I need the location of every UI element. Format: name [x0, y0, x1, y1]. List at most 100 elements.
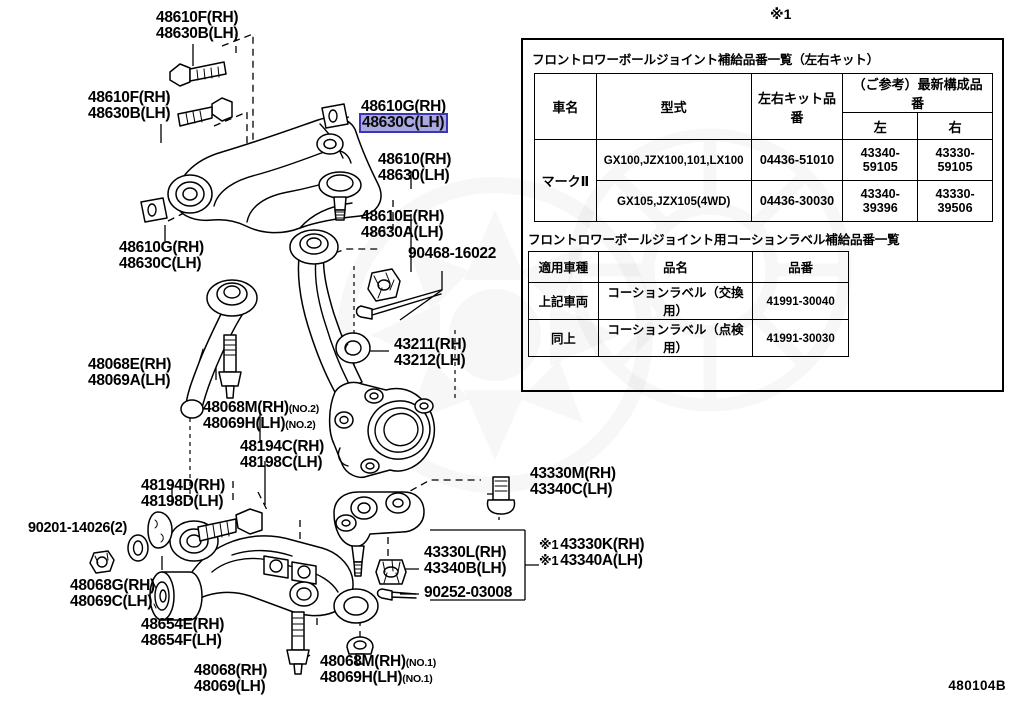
label-part-no: 43330K(RH): [560, 536, 645, 553]
th-right: 右: [917, 112, 993, 140]
cotter-pin-lower: [378, 589, 417, 600]
label-line: 48194C(RH): [240, 438, 325, 455]
label-part-no: 48069H(LH): [320, 668, 403, 686]
cotter-pin-upper: [357, 290, 442, 319]
label-washer-90201: 90201-14026(2): [28, 521, 127, 536]
label-line: 48068(RH): [194, 662, 268, 679]
label-part-no: 43340A(LH): [560, 551, 643, 569]
td-part-no: 41991-30030: [752, 319, 849, 357]
panel-reference-mark: ※1: [770, 6, 792, 22]
label-strut-rod-bolt-no2: 48068M(RH)(NO.2) 48069H(LH)(NO.2): [203, 400, 319, 432]
lower-ball-joint-part: [334, 492, 424, 576]
label-line: 48610F(RH): [156, 9, 239, 26]
label-line: 48069A(LH): [88, 371, 171, 389]
table-2-caption: フロントロワーボールジョイント用コーションラベル補給品番一覧: [528, 233, 900, 247]
th-latest-parts-group: （ご参考）最新構成品番: [842, 73, 993, 113]
label-line: 48630B(LH): [88, 104, 171, 122]
label-line: 43212(LH): [394, 351, 466, 369]
label-line: 43330L(RH): [424, 544, 507, 561]
label-line: 48198C(LH): [240, 453, 323, 471]
label-upper-ball-joint-nut: 48610E(RH) 48630A(LH): [361, 209, 444, 241]
td-model: GX105,JZX105(4WD): [595, 180, 752, 222]
label-line: 48610(RH): [378, 151, 452, 168]
td-vehicle-name: マークⅡ: [534, 139, 597, 222]
th-item-name: 品名: [597, 251, 754, 283]
table-row-header-2: 左 右: [535, 112, 993, 140]
td-kit-part-no: 04436-30030: [750, 180, 844, 222]
td-applicable-vehicle: 同上: [528, 319, 599, 357]
td-kit-part-no: 04436-51010: [750, 139, 844, 181]
strut-rod-bolt: [219, 335, 241, 398]
ball-joint-kit-table: 車名 型式 左右キット品番 （ご参考）最新構成品番 左 右 マークⅡ GX100…: [534, 73, 993, 222]
label-line: 48068M(RH)(NO.2): [203, 400, 319, 416]
label-part-no: 48069H(LH): [203, 414, 286, 432]
table-1-caption: フロントロワーボールジョイント補給品番一覧（左右キット）: [532, 53, 880, 67]
label-lower-arm-bolt-c: 48194C(RH) 48198C(LH): [240, 439, 324, 471]
nut-48068g: [90, 551, 114, 573]
steering-knuckle-part: [330, 382, 436, 477]
reference-tables-panel: [521, 38, 1004, 392]
label-line: 48654F(LH): [141, 631, 222, 649]
label-line: 48068G(RH): [70, 577, 155, 594]
label-line: 48630B(LH): [156, 24, 239, 42]
upper-arm-bolt-2: [178, 98, 232, 126]
ball-joint-bolt: [488, 477, 515, 514]
label-line: 43340B(LH): [424, 559, 507, 577]
th-model: 型式: [595, 73, 752, 140]
label-line: 90252-03008: [424, 584, 513, 601]
label-line: 48630(LH): [378, 166, 450, 184]
table-row: 同上 コーションラベル（点検用） 41991-30030: [528, 319, 849, 357]
label-line: 48610G(RH): [119, 239, 204, 256]
upper-arm-bolt-1: [170, 62, 226, 86]
label-line: 48068M(RH)(NO.1): [320, 654, 436, 670]
label-line: 48068E(RH): [88, 356, 172, 373]
td-model: GX100,JZX100,101,LX100: [595, 139, 752, 181]
label-upper-control-arm: 48610(RH) 48630(LH): [378, 152, 451, 184]
bushing-48654: [150, 572, 202, 620]
strut-rod-part: [181, 280, 257, 418]
stopper-cushion-left: [141, 198, 167, 222]
washer-90201: [128, 535, 148, 561]
diagram-id-code: 480104B: [948, 678, 1006, 693]
th-part-no: 品番: [752, 251, 849, 283]
label-line: 48194D(RH): [141, 477, 226, 494]
lower-arm-through-bolt: [198, 509, 262, 541]
lower-control-arm-part: [170, 521, 378, 623]
th-vehicle-name: 車名: [534, 73, 597, 140]
reference-mark: ※1: [539, 552, 559, 568]
label-suffix: (NO.1): [402, 672, 433, 685]
label-line: 90201-14026(2): [28, 520, 127, 536]
td-right-part-no: 43330-39506: [917, 180, 993, 222]
label-strut-rod: 48068E(RH) 48069A(LH): [88, 357, 171, 389]
td-left-part-no: 43340-39396: [842, 180, 919, 222]
stopper-cushion-right: [322, 104, 348, 128]
label-line: 48630A(LH): [361, 223, 444, 241]
label-cotter-pin: 90468-16022: [408, 246, 496, 262]
label-lower-arm-bolt-no1: 48068M(RH)(NO.1) 48069H(LH)(NO.1): [320, 654, 436, 686]
table-row: 上記車両 コーションラベル（交換用） 41991-30040: [528, 282, 849, 320]
label-suffix: (NO.2): [285, 418, 316, 431]
label-line: 48610G(RH): [361, 98, 446, 115]
label-part-no: 48068M(RH): [203, 399, 289, 416]
label-suffix: (NO.1): [405, 657, 437, 669]
label-line: 48069C(LH): [70, 592, 153, 610]
label-ball-joint-bolt-m: 43330M(RH) 43340C(LH): [530, 466, 616, 498]
label-steering-knuckle: 43211(RH) 43212(LH): [394, 337, 467, 369]
lower-arm-bolt-no1-head: [347, 637, 373, 664]
label-part-no: 48068M(RH): [320, 653, 406, 670]
table-row-header-1: 車名 型式 左右キット品番 （ご参考）最新構成品番: [534, 73, 993, 140]
label-ball-joint-nut-l: 43330L(RH) 43340B(LH): [424, 544, 507, 577]
label-bolt-upper-1: 48610F(RH) 48630B(LH): [156, 9, 239, 42]
label-line: 48610F(RH): [88, 89, 171, 106]
label-line: 48610E(RH): [361, 208, 445, 225]
label-lower-control-arm: 48068(RH) 48069(LH): [194, 663, 267, 695]
label-bushing-48654: 48654E(RH) 48654F(LH): [141, 617, 224, 649]
td-part-no: 41991-30040: [752, 282, 849, 320]
label-line-highlighted[interactable]: 48630C(LH): [359, 112, 448, 133]
label-cotter-pin-90252: 90252-03008: [424, 585, 512, 601]
label-stopper-upper-right: 48610G(RH) 48630C(LH): [359, 98, 448, 133]
